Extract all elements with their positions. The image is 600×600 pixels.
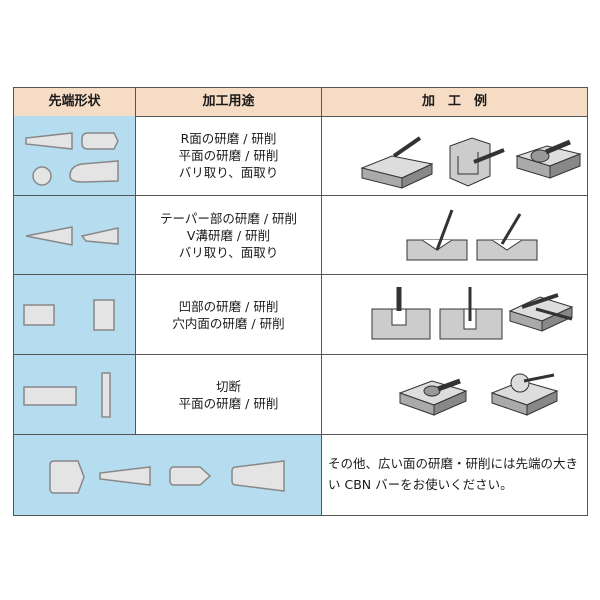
table-row: R面の研磨 / 研削 平面の研磨 / 研削 バリ取り、面取り (14, 116, 587, 196)
example-illustrations-1 (360, 136, 582, 189)
table-row: テーパー部の研磨 / 研削 V溝研磨 / 研削 バリ取り、面取り (14, 196, 587, 275)
use-line: 穴内面の研磨 / 研削 (172, 315, 285, 331)
shape-cell (14, 355, 136, 434)
footer-note: その他、広い面の研磨・研削には先端の大きい CBN バーをお使いください。 (328, 456, 579, 492)
use-line: V溝研磨 / 研削 (186, 227, 271, 243)
tip-shapes-4 (23, 372, 111, 418)
use-cell: 凹部の研磨 / 研削 穴内面の研磨 / 研削 (136, 275, 322, 354)
example-cell (322, 116, 587, 195)
example-cell (322, 355, 587, 434)
shape-cell (14, 275, 136, 354)
shape-cell (14, 116, 136, 195)
example-illustrations-3 (371, 287, 574, 340)
tip-shapes-2 (25, 226, 119, 246)
use-line: テーパー部の研磨 / 研削 (159, 210, 298, 226)
table-row: その他、広い面の研磨・研削には先端の大きい CBN バーをお使いください。 (14, 435, 587, 515)
shape-cell (14, 196, 136, 274)
use-line: バリ取り、面取り (178, 165, 279, 180)
tip-shapes-3 (23, 299, 115, 331)
tip-shapes-5 (49, 460, 285, 494)
example-cell (322, 196, 587, 274)
use-cell: R面の研磨 / 研削 平面の研磨 / 研削 バリ取り、面取り (136, 116, 322, 195)
example-cell (322, 275, 587, 354)
table-header: 先端形状 加工用途 加 工 例 (14, 88, 587, 117)
use-line: 凹部の研磨 / 研削 (178, 298, 279, 314)
use-cell: 切断 平面の研磨 / 研削 (136, 355, 322, 434)
use-line: 平面の研磨 / 研削 (178, 148, 279, 163)
header-use: 加工用途 (136, 88, 322, 116)
header-shape: 先端形状 (14, 88, 136, 116)
use-line: 平面の研磨 / 研削 (178, 395, 279, 411)
table-row: 凹部の研磨 / 研削 穴内面の研磨 / 研削 (14, 275, 587, 355)
use-line: 切断 (215, 378, 241, 394)
table-row: 切断 平面の研磨 / 研削 (14, 355, 587, 435)
header-example: 加 工 例 (421, 94, 487, 109)
tip-shapes-1 (25, 132, 119, 186)
example-illustrations-2 (406, 209, 538, 261)
use-cell: テーパー部の研磨 / 研削 V溝研磨 / 研削 バリ取り、面取り (136, 196, 322, 274)
use-line: バリ取り、面取り (178, 244, 279, 260)
use-line: R面の研磨 / 研削 (180, 131, 277, 146)
example-illustrations-4 (398, 373, 559, 416)
tool-shape-table: 先端形状 加工用途 加 工 例 R面の研磨 / 研削 平面の研磨 / 研削 バリ… (13, 87, 588, 516)
shape-cell-wide (14, 435, 322, 515)
